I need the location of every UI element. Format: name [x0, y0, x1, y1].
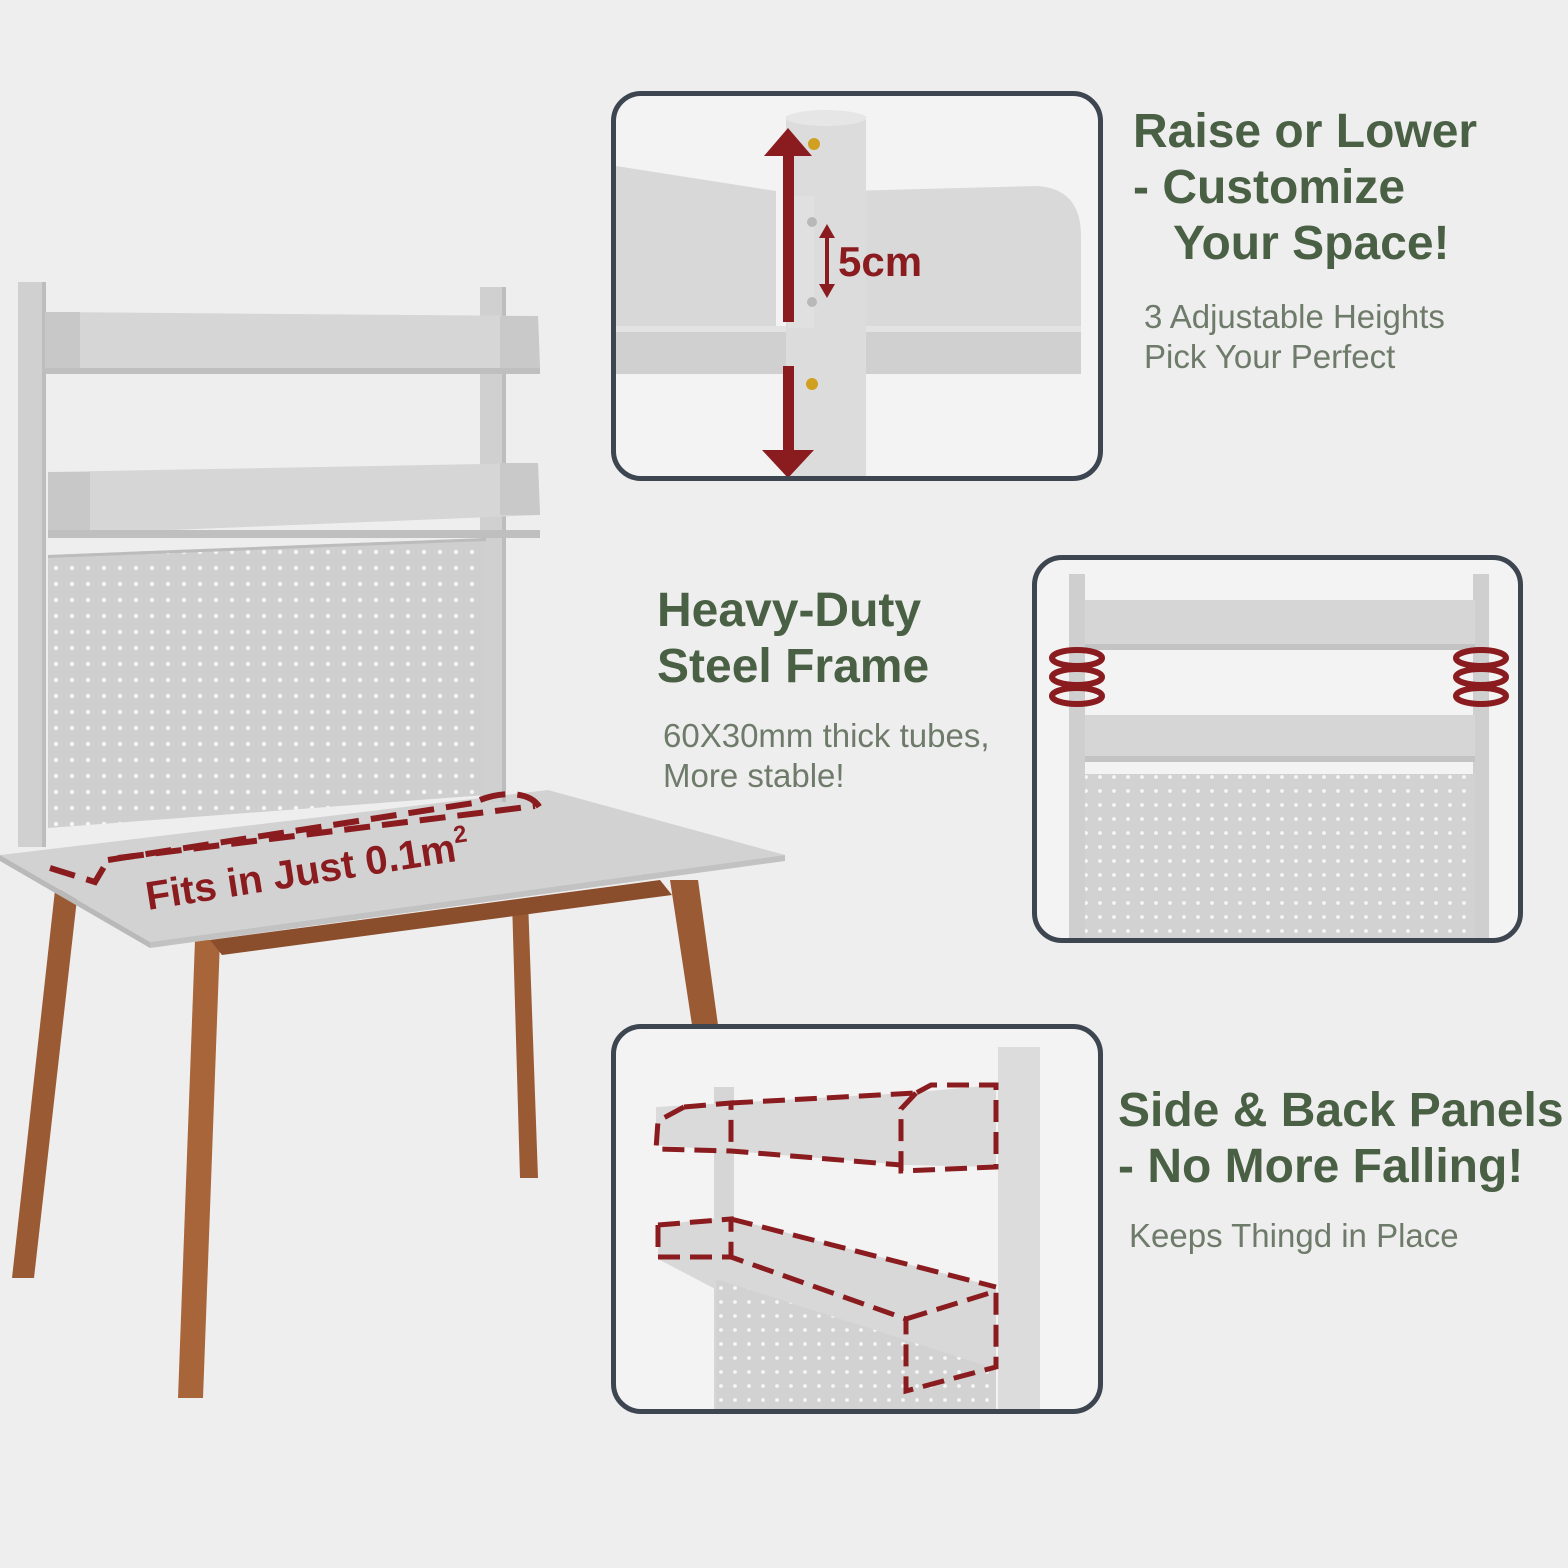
adjustable-height-heading: Raise or Lower - Customize Your Space!	[1133, 105, 1478, 270]
side-back-panels-panel	[611, 1024, 1103, 1414]
lower-shelf	[48, 463, 540, 538]
steel-frame-subtext: 60X30mm thick tubes, More stable!	[663, 717, 990, 794]
side-back-panels-subtext: Keeps Thingd in Place	[1129, 1217, 1459, 1254]
heading-line-3: Your Space!	[1173, 217, 1450, 270]
panel-outline-lower	[655, 1216, 999, 1395]
desk-top	[0, 790, 785, 948]
frame-joint-rings-left	[1049, 647, 1105, 707]
height-range-arrow	[762, 128, 814, 476]
step-5cm-label: 5cm	[838, 238, 922, 285]
panel-outline-upper	[653, 1082, 999, 1174]
adjustable-height-closeup: 5cm	[616, 110, 1081, 476]
steel-frame-heading: Heavy-Duty Steel Frame	[657, 584, 930, 693]
adjustable-height-subtext: 3 Adjustable Heights Pick Your Perfect	[1144, 298, 1445, 375]
frame-joint-rings-right	[1453, 647, 1509, 707]
upper-shelf	[45, 312, 540, 374]
step-5cm-arrow	[819, 224, 835, 298]
footprint-outline	[49, 791, 543, 886]
side-back-panels-heading: Side & Back Panels - No More Falling!	[1118, 1084, 1564, 1193]
steel-frame-closeup	[1049, 574, 1509, 938]
steel-frame-panel	[1032, 555, 1523, 943]
adjustable-height-panel: 5cm	[611, 91, 1103, 481]
desk-legs	[12, 880, 718, 1398]
side-back-panels-closeup	[653, 1047, 1040, 1409]
pegboard	[48, 538, 486, 828]
